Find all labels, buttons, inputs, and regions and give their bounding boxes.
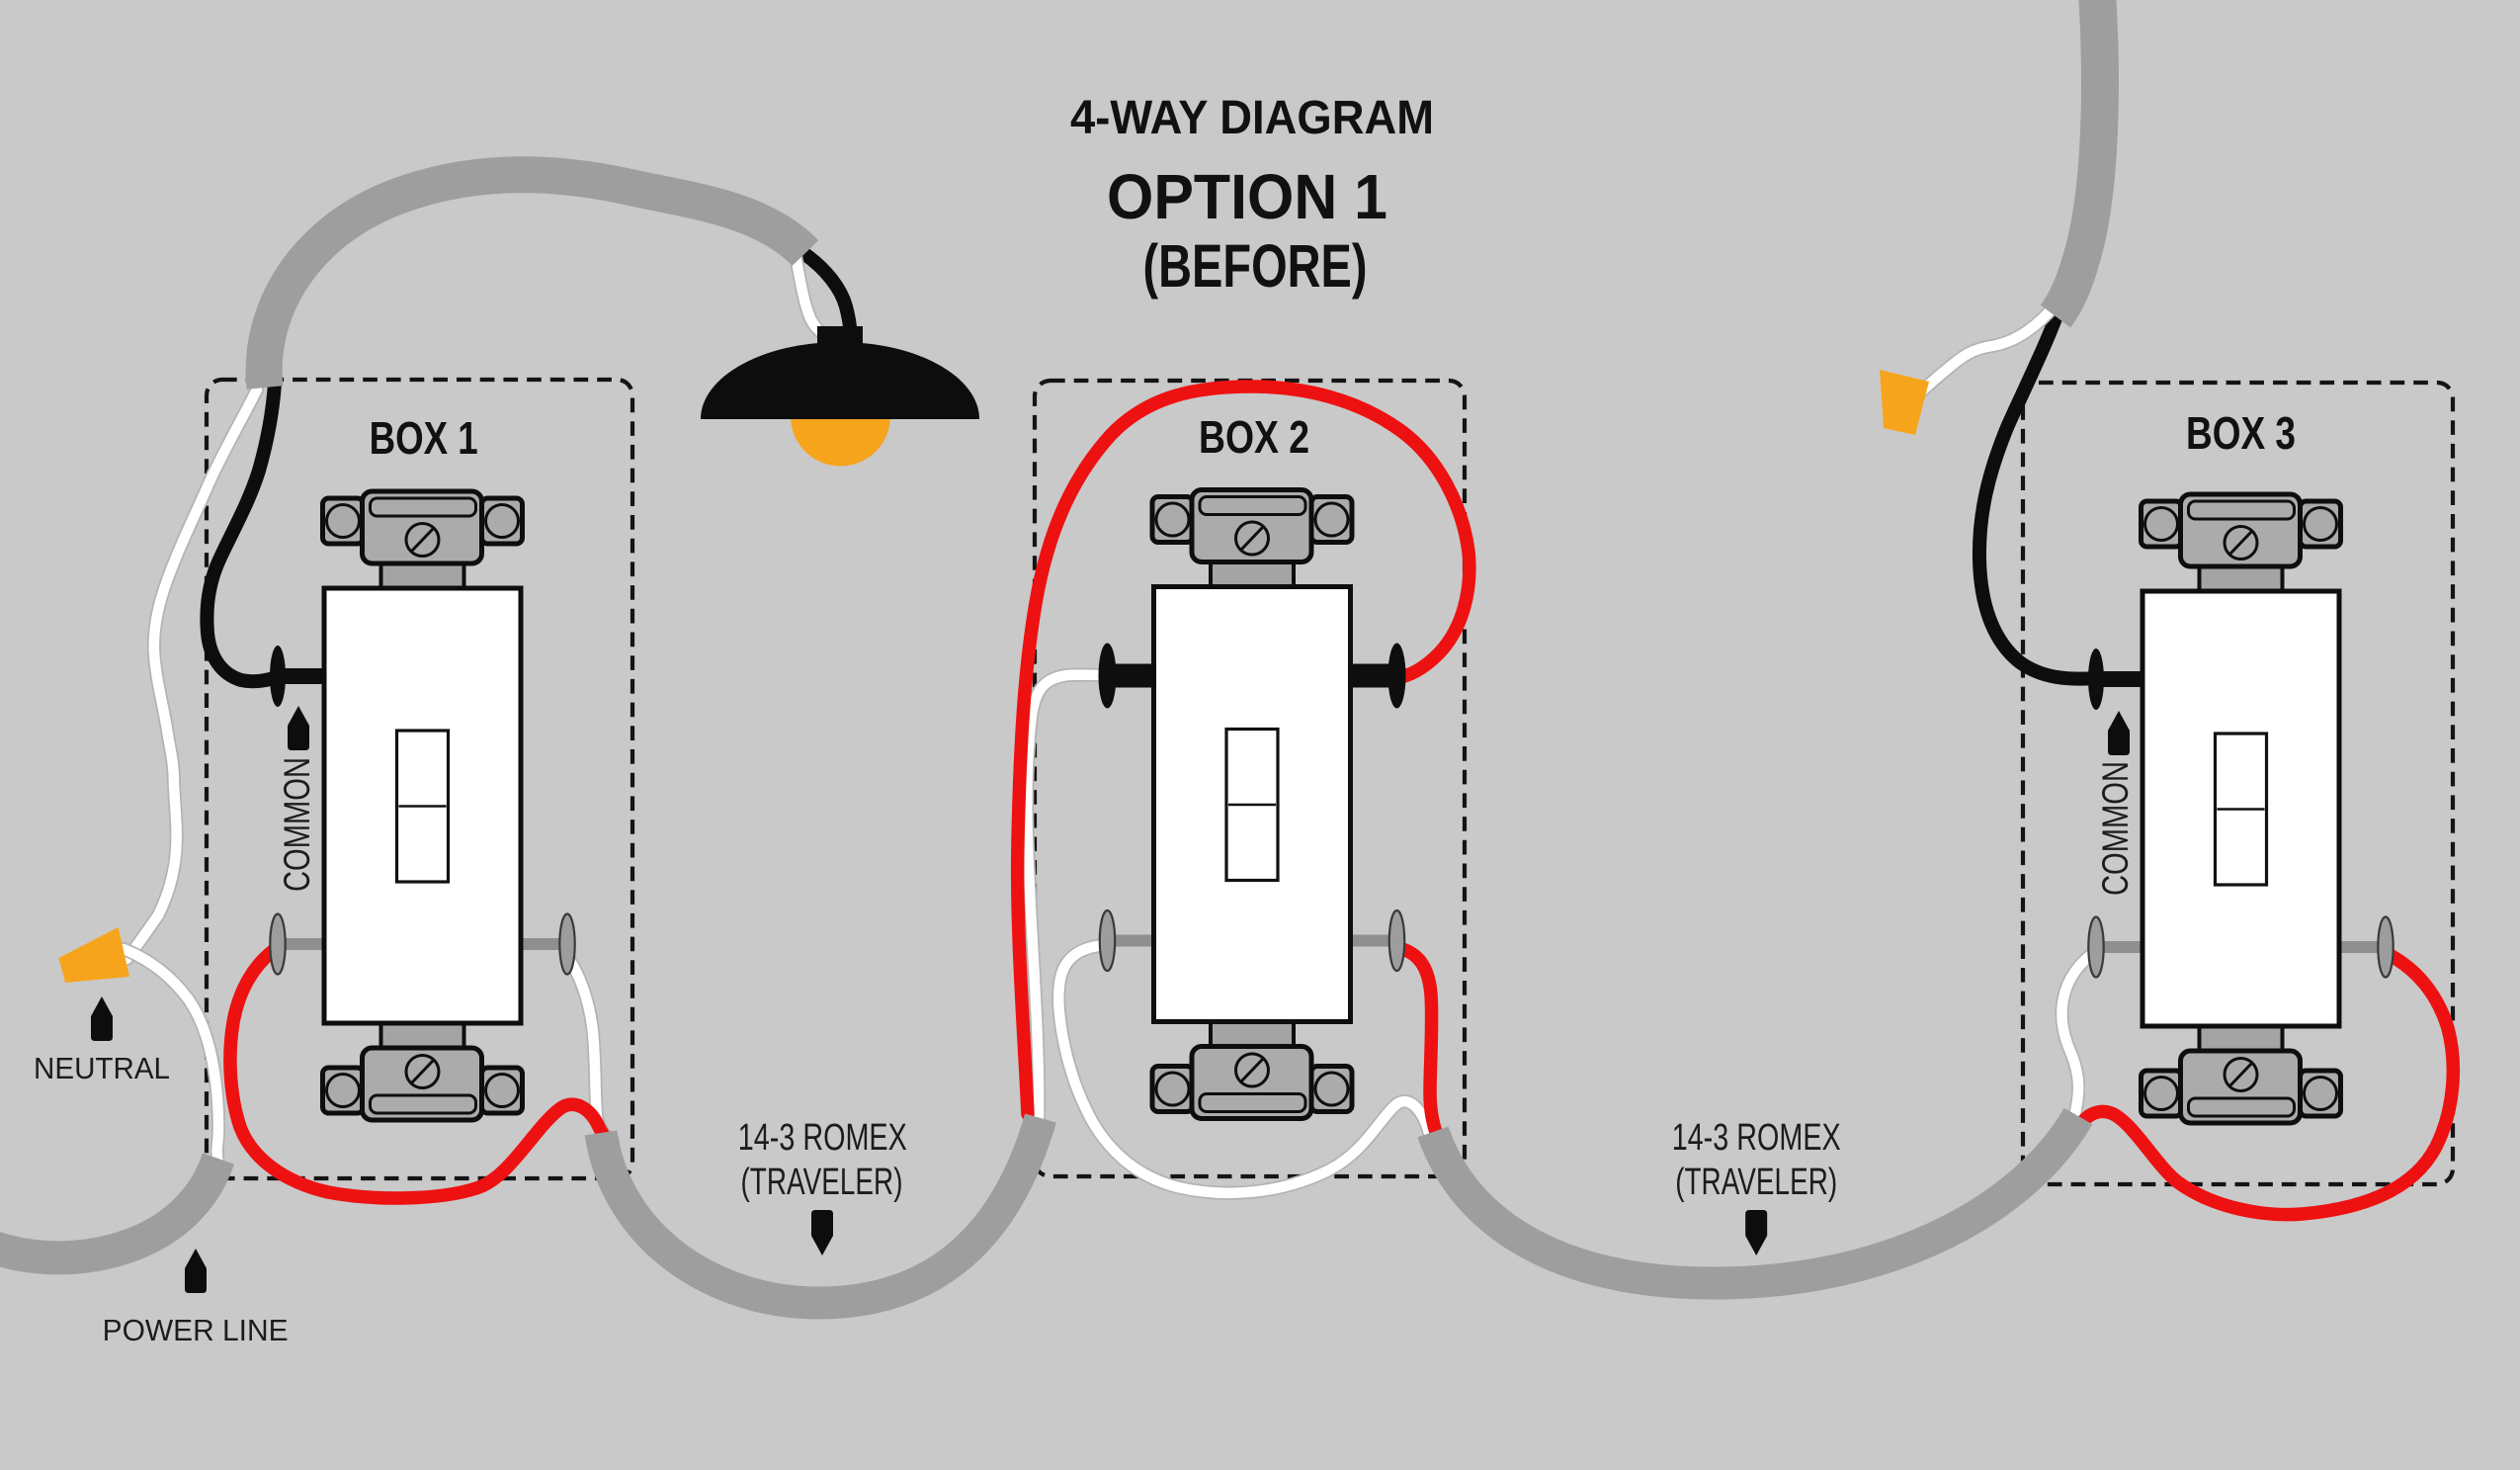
svg-text:BOX 3: BOX 3 (2186, 407, 2296, 459)
svg-text:14-3 ROMEX: 14-3 ROMEX (1672, 1117, 1841, 1159)
svg-text:BOX 2: BOX 2 (1199, 411, 1309, 463)
svg-text:COMMON: COMMON (277, 757, 317, 892)
svg-text:(TRAVELER): (TRAVELER) (1675, 1162, 1837, 1203)
svg-text:OPTION 1: OPTION 1 (1107, 161, 1387, 232)
svg-text:4-WAY DIAGRAM: 4-WAY DIAGRAM (1070, 92, 1434, 144)
svg-text:14-3 ROMEX: 14-3 ROMEX (738, 1117, 907, 1159)
svg-text:POWER LINE: POWER LINE (103, 1313, 289, 1347)
svg-text:NEUTRAL: NEUTRAL (34, 1051, 170, 1085)
svg-text:(TRAVELER): (TRAVELER) (741, 1162, 903, 1203)
svg-text:(BEFORE): (BEFORE) (1143, 232, 1368, 300)
svg-text:COMMON: COMMON (2095, 761, 2136, 896)
svg-text:BOX 1: BOX 1 (370, 412, 478, 464)
